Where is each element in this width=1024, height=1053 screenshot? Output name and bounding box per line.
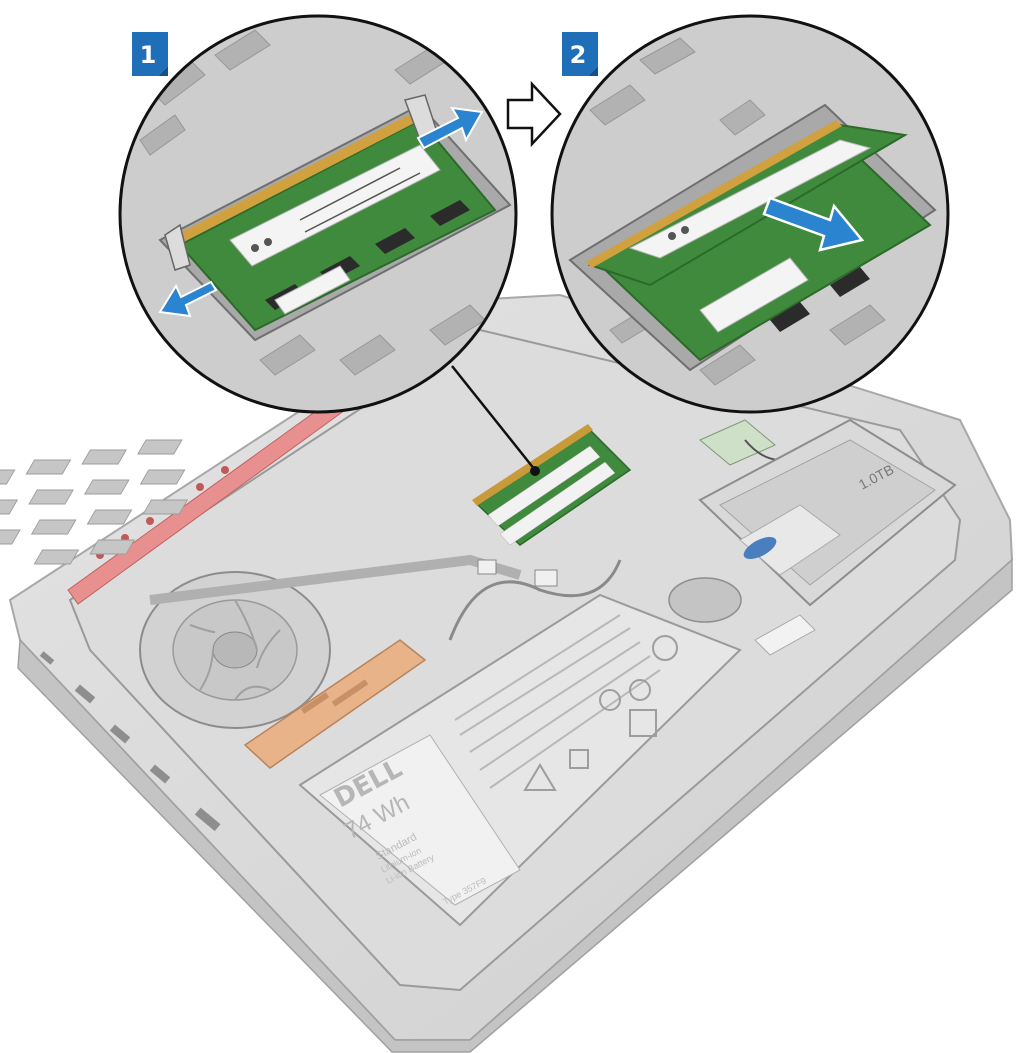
chassis-front-edge	[17, 558, 1013, 1053]
service-tag-label	[754, 614, 816, 656]
push-direction-arrow-right	[416, 106, 484, 150]
removal-direction-arrow	[762, 196, 865, 252]
gold-contacts	[170, 110, 424, 246]
battery-label-lines	[454, 614, 661, 789]
securing-clip-left	[164, 223, 191, 271]
base-memory-module	[472, 424, 632, 546]
zoom-callout-step-2	[550, 14, 950, 414]
push-direction-arrow-left	[158, 280, 218, 318]
step-badge-1: 1	[132, 32, 168, 76]
heat-pipe	[149, 554, 522, 605]
step-badge-1-number: 1	[140, 41, 157, 69]
speaker-and-cables	[448, 559, 742, 641]
regulatory-marks	[523, 635, 678, 791]
ssd-module	[243, 639, 427, 769]
cooling-fan	[139, 571, 331, 729]
step-badge-2: 2	[562, 32, 598, 76]
callout-leader-line	[451, 365, 536, 471]
hollow-arrow-right-icon	[506, 80, 562, 148]
vent-grid	[0, 439, 189, 565]
laptop-base: DELL 74 Wh Standard Lithium-ion Li-ion B…	[0, 293, 1014, 1053]
hard-drive: 1.0TB	[698, 418, 957, 607]
step-badge-2-number: 2	[570, 41, 587, 69]
callout-anchor-dot	[530, 466, 540, 476]
battery-pack: DELL 74 Wh Standard Lithium-ion Li-ion B…	[298, 593, 742, 927]
hdd-brand-badge	[743, 536, 777, 560]
side-ports	[39, 651, 221, 832]
zoom-callout-step-1	[118, 14, 518, 414]
